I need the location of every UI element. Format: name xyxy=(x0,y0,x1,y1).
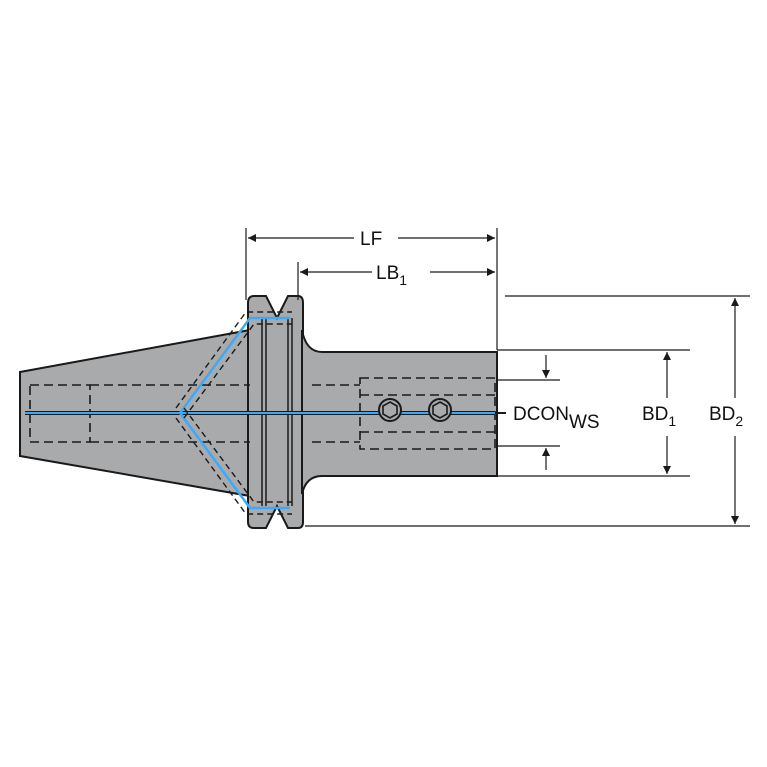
dcon-label-sub: WS xyxy=(569,412,600,433)
lb1-label-main: LB xyxy=(376,263,399,284)
bd2-label-sub: 2 xyxy=(735,413,743,429)
bd1-label-main: BD xyxy=(642,404,668,425)
clamp-screws xyxy=(378,398,452,422)
lb1-label: LB1 xyxy=(376,263,407,288)
dimension-lines xyxy=(245,228,750,527)
clamp-screw-icon xyxy=(428,398,452,422)
dcon-label-main: DCON xyxy=(513,404,569,425)
lb1-label-sub: 1 xyxy=(399,272,407,288)
coolant-channels xyxy=(25,311,495,515)
bd1-label-sub: 1 xyxy=(668,413,676,429)
bd2-label-main: BD xyxy=(709,404,735,425)
bd2-label: BD2 xyxy=(709,404,743,429)
dcon-ws-label: DCONWS xyxy=(513,404,600,433)
bd1-label: BD1 xyxy=(642,404,676,429)
lf-label: LF xyxy=(360,229,382,250)
clamp-screw-icon xyxy=(378,398,402,422)
